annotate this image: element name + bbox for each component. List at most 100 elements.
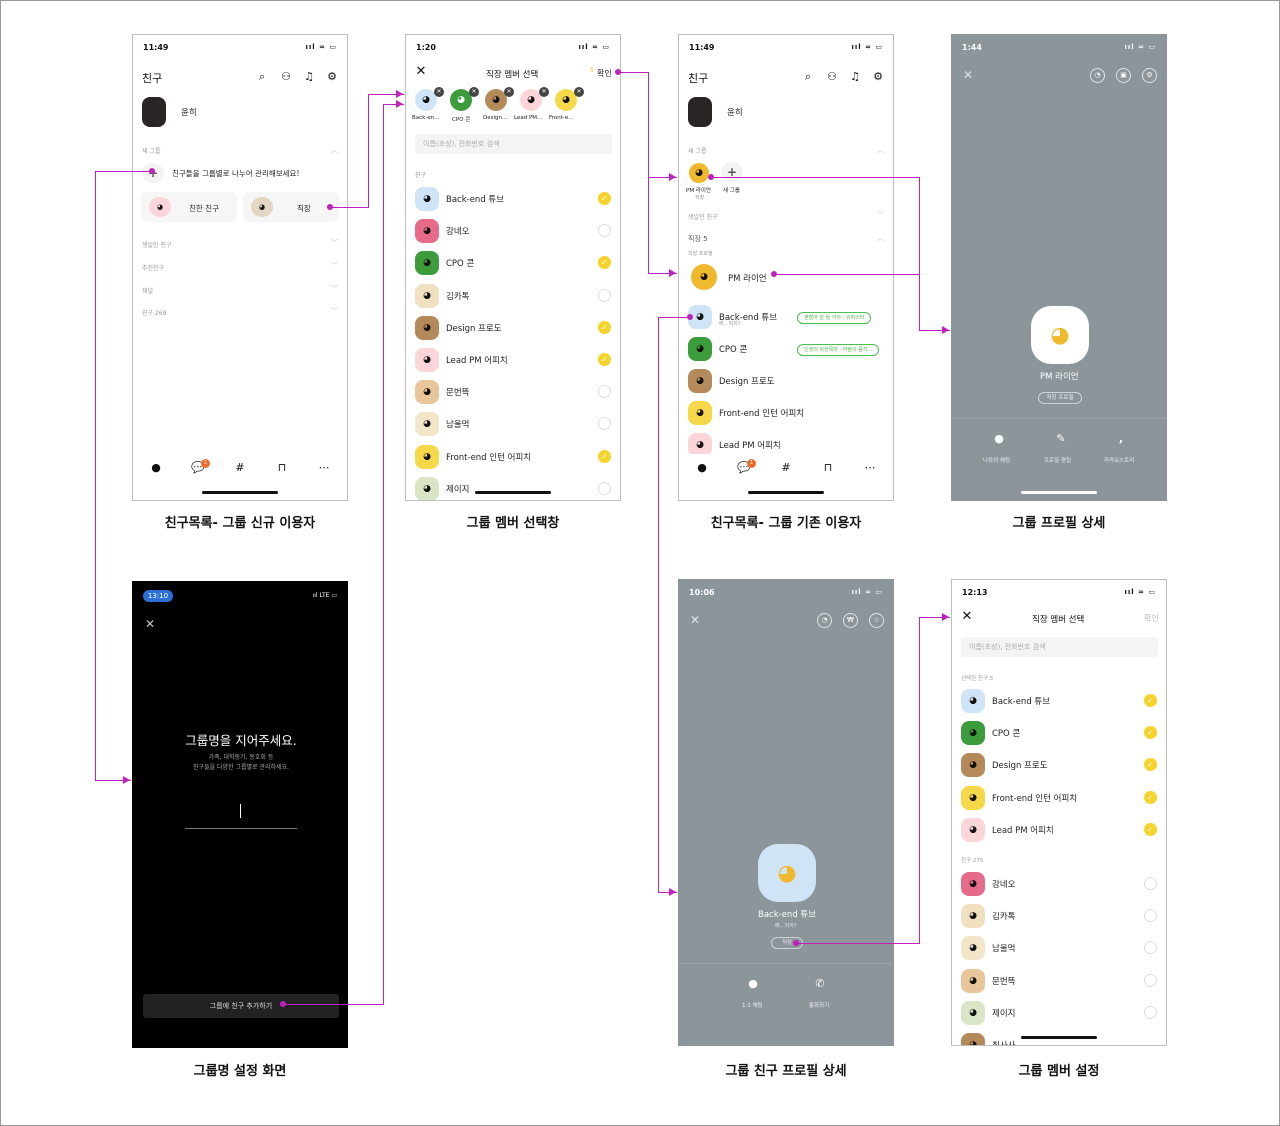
remove-chip-icon[interactable]: ✕ bbox=[539, 87, 549, 97]
chevron-down-icon[interactable]: ﹀ bbox=[331, 262, 338, 270]
remove-chip-icon[interactable]: ✕ bbox=[469, 87, 479, 97]
remove-chip-icon[interactable]: ✕ bbox=[434, 87, 444, 97]
checkbox-checked-icon[interactable]: ✓ bbox=[598, 320, 611, 334]
chat-bubble-icon[interactable]: ● bbox=[748, 977, 758, 990]
gear-icon[interactable]: ⚙ bbox=[873, 70, 883, 83]
remove-chip-icon[interactable]: ✕ bbox=[504, 87, 514, 97]
friend-avatar: ◕ bbox=[415, 444, 439, 469]
chevron-down-icon[interactable]: ﹀ bbox=[331, 307, 338, 315]
checkbox-unchecked-icon[interactable] bbox=[598, 481, 611, 495]
plus-icon[interactable]: + bbox=[721, 162, 743, 182]
checkbox-checked-icon[interactable]: ✓ bbox=[598, 449, 611, 463]
remove-chip-icon[interactable]: ✕ bbox=[574, 87, 584, 97]
checkbox-unchecked-icon[interactable] bbox=[1144, 909, 1157, 923]
caption-s6: 그룹 친구 프로필 상세 bbox=[725, 1064, 847, 1079]
chip-avatar-tube[interactable]: ◕ bbox=[415, 89, 437, 111]
pencil-icon[interactable]: ✎ bbox=[1056, 432, 1066, 445]
person-icon[interactable]: ● bbox=[151, 461, 161, 474]
chevron-up-icon[interactable]: ︿ bbox=[877, 146, 884, 154]
screen-group-name: 13:10 ııl LTE ▭ ✕ 그룹명을 지어주세요. 가족, 대학동기, … bbox=[132, 581, 348, 1048]
person-icon[interactable]: ● bbox=[697, 461, 707, 474]
add-friend-icon[interactable]: ⚇ bbox=[827, 70, 837, 83]
close-icon[interactable]: ✕ bbox=[144, 617, 156, 631]
checkbox-checked-icon[interactable]: ✓ bbox=[1144, 790, 1157, 804]
shopping-bag-icon[interactable]: ⊓ bbox=[277, 461, 287, 474]
phone-icon[interactable]: ✆ bbox=[815, 977, 825, 990]
won-icon[interactable]: ₩ bbox=[843, 613, 858, 628]
ryan-icon[interactable]: ◕ bbox=[689, 163, 709, 183]
checkbox-unchecked-icon[interactable] bbox=[1144, 1005, 1157, 1019]
search-icon[interactable]: ⌕ bbox=[804, 70, 812, 83]
chip-avatar-con[interactable]: ◕ bbox=[450, 89, 472, 111]
hashtag-icon[interactable]: # bbox=[781, 461, 791, 474]
profile-name: Back-end 튜브 bbox=[758, 910, 817, 920]
search-input[interactable]: 이름(초성), 전화번호 검색 bbox=[415, 134, 612, 154]
music-icon[interactable]: ♫ bbox=[850, 70, 860, 83]
friend-avatar: ◕ bbox=[415, 251, 439, 276]
profile-tag[interactable]: 직장 프로필 bbox=[1038, 392, 1082, 404]
chevron-down-icon[interactable]: ﹀ bbox=[331, 285, 338, 293]
bear-icon[interactable]: ◔ bbox=[817, 613, 832, 628]
checkbox-checked-icon[interactable]: ✓ bbox=[598, 353, 611, 366]
work-profile-name[interactable]: PM 라이언 bbox=[728, 274, 767, 284]
gear-icon[interactable]: ⚙ bbox=[327, 70, 337, 83]
checkbox-unchecked-icon[interactable] bbox=[598, 224, 611, 238]
section-birthday: 생일인 친구 bbox=[142, 242, 172, 249]
checkbox-checked-icon[interactable]: ✓ bbox=[598, 192, 611, 205]
add-group-hint[interactable]: 친구들을 그룹별로 나누어 관리해보세요! bbox=[172, 169, 300, 178]
chip-avatar-frodo[interactable]: ◕ bbox=[485, 89, 507, 111]
gear-icon[interactable]: ⚙ bbox=[1142, 68, 1157, 83]
profile-name: 윤히 bbox=[727, 108, 743, 118]
checkbox-unchecked-icon[interactable] bbox=[598, 417, 611, 431]
chevron-up-icon[interactable]: ︿ bbox=[331, 146, 338, 154]
checkbox-checked-icon[interactable]: ✓ bbox=[1144, 726, 1157, 740]
search-input[interactable]: 이름(초성), 전화번호 검색 bbox=[961, 637, 1158, 657]
checkbox-checked-icon[interactable]: ✓ bbox=[1144, 694, 1157, 707]
search-icon[interactable]: ⌕ bbox=[258, 70, 266, 83]
more-icon[interactable]: ⋯ bbox=[318, 461, 330, 474]
checkbox-checked-icon[interactable]: ✓ bbox=[1144, 822, 1157, 836]
add-friends-button[interactable]: 그룹에 친구 추가하기 bbox=[143, 994, 339, 1018]
checkbox-unchecked-icon[interactable] bbox=[598, 385, 611, 399]
star-icon[interactable]: ☆ bbox=[869, 613, 884, 628]
qr-icon[interactable]: ▣ bbox=[1116, 68, 1131, 83]
add-friend-icon[interactable]: ⚇ bbox=[281, 70, 291, 83]
ryan-icon[interactable]: ◕ bbox=[691, 264, 717, 290]
chevron-up-icon[interactable]: ︿ bbox=[877, 234, 884, 242]
music-status-pill[interactable]: 인생의 회전목마 - 하울의 움직… bbox=[797, 344, 880, 356]
checkbox-checked-icon[interactable]: ✓ bbox=[598, 256, 611, 270]
ryan-icon[interactable]: ◕ bbox=[1031, 306, 1089, 364]
bear-icon[interactable]: ◔ bbox=[1090, 68, 1105, 83]
music-status-pill[interactable]: 괜찮아 잘 될 거야 - 슈퍼스타 bbox=[797, 312, 872, 324]
chevron-down-icon[interactable]: ﹀ bbox=[331, 239, 338, 247]
hashtag-icon[interactable]: # bbox=[235, 461, 245, 474]
close-icon[interactable]: ✕ bbox=[962, 68, 974, 82]
close-icon[interactable]: ✕ bbox=[689, 613, 701, 627]
tube-icon[interactable]: ◕ bbox=[758, 844, 816, 902]
close-icon[interactable]: ✕ bbox=[415, 64, 427, 79]
checkbox-unchecked-icon[interactable] bbox=[598, 288, 611, 302]
confirm-button[interactable]: 확인 bbox=[597, 69, 612, 78]
avatar[interactable] bbox=[688, 97, 712, 127]
shopping-bag-icon[interactable]: ⊓ bbox=[823, 461, 833, 474]
quote-icon[interactable]: , bbox=[1118, 432, 1124, 445]
avatar[interactable] bbox=[142, 97, 166, 127]
checkbox-unchecked-icon[interactable] bbox=[1144, 973, 1157, 987]
chip-avatar-frontend[interactable]: ◕ bbox=[555, 89, 577, 111]
group-name-input[interactable] bbox=[185, 828, 297, 829]
close-icon[interactable]: ✕ bbox=[961, 609, 973, 624]
status-icons: ııl ≈ ▭ bbox=[1124, 588, 1156, 596]
confirm-button[interactable]: 확인 bbox=[1144, 614, 1159, 623]
connector-line bbox=[648, 72, 649, 178]
more-icon[interactable]: ⋯ bbox=[864, 461, 876, 474]
chip-avatar-apeach[interactable]: ◕ bbox=[520, 89, 542, 111]
connector-dot bbox=[615, 69, 621, 75]
music-icon[interactable]: ♫ bbox=[304, 70, 314, 83]
chat-bubble-icon[interactable]: ● bbox=[994, 432, 1004, 445]
checkbox-unchecked-icon[interactable] bbox=[1144, 941, 1157, 955]
text-cursor bbox=[240, 804, 241, 818]
chevron-down-icon[interactable]: ﹀ bbox=[877, 211, 884, 219]
checkbox-checked-icon[interactable]: ✓ bbox=[1144, 758, 1157, 772]
checkbox-unchecked-icon[interactable] bbox=[1144, 877, 1157, 890]
